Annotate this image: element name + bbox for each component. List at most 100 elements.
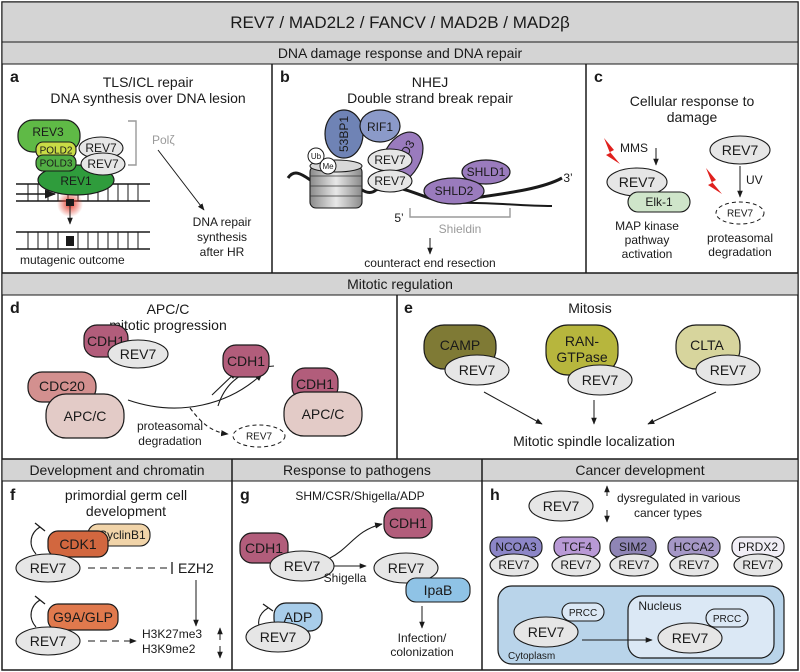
camp-label: CAMP	[440, 337, 480, 353]
rev7-label-e3: REV7	[710, 362, 747, 378]
panel-d-title-1: APC/C	[147, 301, 190, 317]
panel-letter-c: c	[594, 69, 603, 86]
rev7-label-g1: REV7	[284, 558, 321, 574]
rev7-label-h4: REV7	[678, 558, 710, 572]
rev7-label-c3: REV7	[727, 209, 754, 220]
panel-a-title-2: DNA synthesis over DNA lesion	[50, 90, 245, 106]
rev7-protein-f2	[15, 626, 81, 656]
rev7-label-h7: REV7	[672, 630, 709, 646]
rev7-label-d: REV7	[120, 346, 157, 362]
rev7-protein-b2	[367, 169, 413, 193]
rev7-label-c1: REV7	[619, 174, 656, 190]
ddr-section-title: DNA damage response and DNA repair	[278, 45, 523, 61]
map-kinase-label-1: MAP kinase	[615, 219, 679, 233]
53bp1-label: 53BP1	[337, 116, 351, 152]
panel-f: Development and chromatin f primordial g…	[10, 462, 223, 659]
rev1-label: REV1	[60, 174, 92, 188]
rev7-label-g3: REV7	[260, 629, 297, 645]
clta-label: CLTA	[690, 337, 724, 353]
panel-g-header: Response to pathogens	[283, 462, 431, 478]
prdx2-label: PRDX2	[738, 540, 778, 554]
rev7-label-h: REV7	[543, 498, 580, 514]
rev7-label-b2: REV7	[374, 174, 406, 188]
hcca2-label: HCCA2	[674, 540, 715, 554]
panel-e-title: Mitosis	[568, 300, 612, 316]
panel-d: d APC/C mitotic progression CDH1 REV7 CD…	[10, 300, 363, 448]
prcc-label-2: PRCC	[713, 614, 741, 625]
uv-label: UV	[746, 173, 763, 187]
rev7-protein-h4	[669, 553, 719, 577]
repair-label-2: synthesis	[197, 230, 247, 244]
dysregulated-label-2: cancer types	[634, 506, 702, 520]
panel-letter-a: a	[10, 69, 19, 86]
cdh1-protein-g1	[239, 532, 289, 564]
panel-b-title-2: Double strand break repair	[347, 90, 513, 106]
methyl-mark	[319, 157, 337, 175]
proteasomal-label-c1: proteasomal	[707, 231, 773, 245]
apcc-label-d2: APC/C	[302, 406, 345, 422]
ran-label-2: GTPase	[556, 349, 608, 365]
rev7-protein-h5	[733, 553, 783, 577]
rev7-protein-h1	[489, 553, 539, 577]
elk1-label: Elk-1	[645, 195, 673, 209]
rev7-label-e2: REV7	[582, 372, 619, 388]
infection-label-1: Infection/	[398, 631, 447, 645]
rev7-protein-g3	[245, 621, 311, 653]
polzeta-label: Polζ	[152, 133, 175, 147]
rev7-label-h2: REV7	[560, 558, 592, 572]
rev7-protein-c2	[709, 135, 771, 165]
ddr-band	[1, 41, 799, 65]
shld1-label: SHLD1	[467, 165, 506, 179]
rev7-label-f2: REV7	[30, 633, 67, 649]
ubiquitin-mark	[307, 147, 325, 165]
shld2-label: SHLD2	[435, 184, 474, 198]
panel-g-title: SHM/CSR/Shigella/ADP	[295, 489, 424, 503]
rev7-degradation-curve	[189, 407, 229, 437]
shigella-label: Shigella	[324, 571, 367, 585]
ezh2-label: EZH2	[178, 560, 214, 576]
cdk1-protein	[47, 530, 109, 558]
cdc20-label: CDC20	[39, 378, 85, 394]
shld1-protein	[461, 159, 511, 185]
five-prime-label: 5’	[394, 211, 403, 225]
panel-f-title-1: primordial germ cell	[65, 487, 187, 503]
rev7-protein-g2	[373, 552, 439, 584]
rev7-label-f1: REV7	[30, 560, 67, 576]
ub-label: Ub	[311, 152, 322, 161]
mutagenic-label: mutagenic outcome	[20, 253, 125, 267]
panel-d-title-2: mitotic progression	[109, 317, 227, 333]
dysregulated-label-1: dysregulated in various	[617, 491, 740, 505]
figure-title: REV7 / MAD2L2 / FANCV / MAD2B / MAD2β	[230, 13, 570, 32]
cdh1-label-d3: CDH1	[296, 376, 334, 392]
apcc-protein-d2	[283, 391, 363, 437]
cdh1-label-d2: CDH1	[227, 353, 265, 369]
rev7-protein-h	[528, 490, 594, 522]
cdh1-protein-d2	[222, 344, 270, 378]
rev7-protein-h7	[657, 622, 723, 654]
apcc-protein-d1	[45, 393, 125, 439]
rev7-label-e1: REV7	[459, 362, 496, 378]
panel-letter-h: h	[490, 487, 500, 504]
panel-c: c Cellular response to damage MMS REV7 E…	[594, 69, 773, 261]
g9a-label: G9A/GLP	[53, 609, 113, 625]
panel-letter-b: b	[280, 69, 290, 86]
panel-e: e Mitosis CAMP REV7 RAN- GTPase REV7 CLT…	[404, 300, 761, 449]
ran-label-1: RAN-	[565, 333, 600, 349]
proteasomal-label-d1: proteasomal	[137, 419, 203, 433]
mms-label: MMS	[620, 141, 648, 155]
apcc-label-d1: APC/C	[64, 408, 107, 424]
panel-c-title-2: damage	[667, 109, 718, 125]
rev7-protein-h2	[551, 553, 601, 577]
panel-c-title-1: Cellular response to	[630, 93, 755, 109]
proteasomal-label-d2: degradation	[138, 434, 201, 448]
rev7-label-h1: REV7	[498, 558, 530, 572]
sim2-label: SIM2	[619, 540, 647, 554]
rev7-label-g2: REV7	[388, 560, 425, 576]
shieldin-label: Shieldin	[439, 222, 482, 236]
rev7-label-d-deg: REV7	[246, 432, 273, 443]
cdh1-protein-g2	[383, 507, 433, 539]
cyclinb1-label: CyclinB1	[98, 528, 146, 542]
rev7-protein-e1	[444, 354, 510, 386]
spindle-label: Mitotic spindle localization	[513, 433, 675, 449]
